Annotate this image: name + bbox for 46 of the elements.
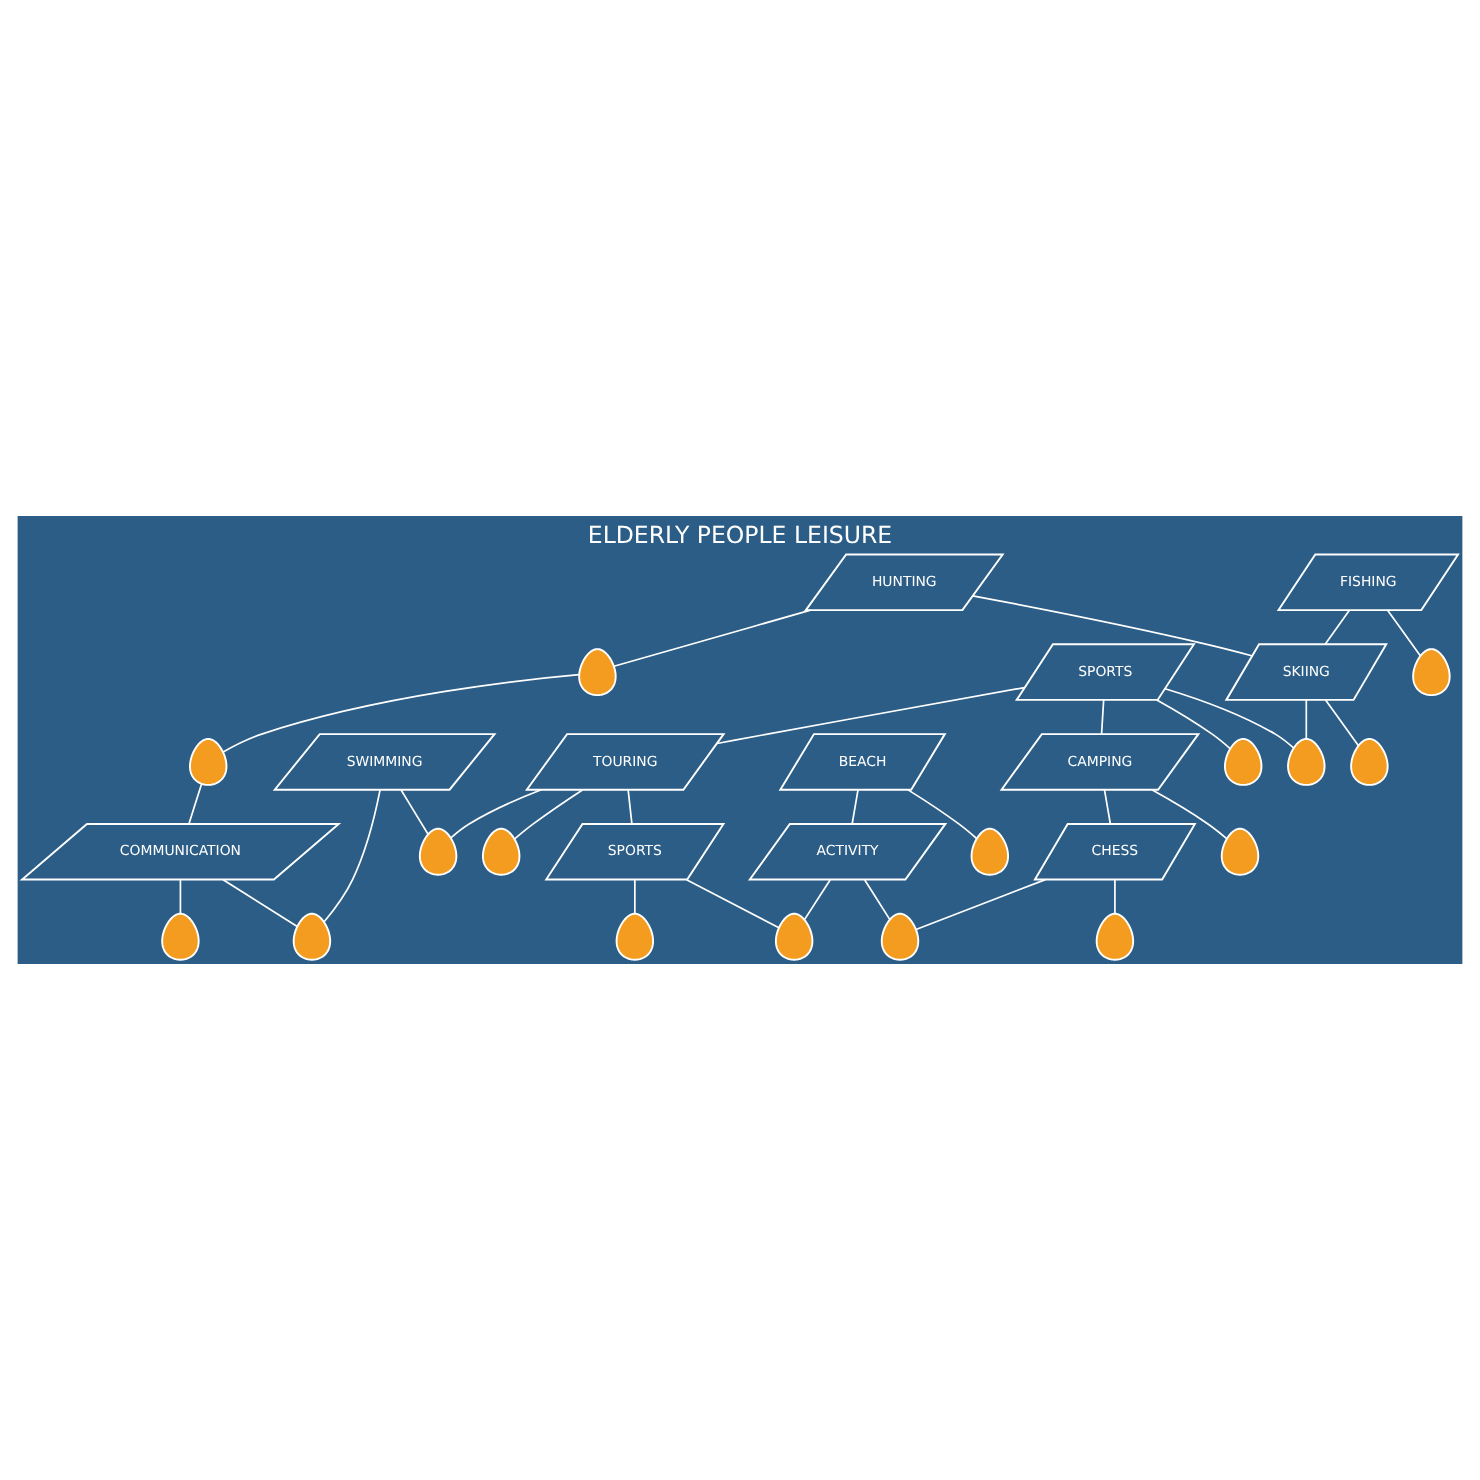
connector (716, 686, 1026, 745)
node-person (292, 912, 332, 961)
node-person (970, 827, 1009, 876)
connector (1324, 699, 1360, 747)
node-person (615, 912, 655, 961)
node-person (1095, 912, 1135, 961)
node-person (578, 648, 617, 697)
node-person (1412, 648, 1451, 697)
connector (851, 788, 859, 825)
connector (400, 788, 429, 836)
diagram-title: ELDERLY PEOPLE LEISURE (587, 521, 893, 550)
connector (1164, 687, 1295, 749)
node-person (481, 827, 521, 876)
connector (1324, 609, 1351, 645)
node-person (1224, 737, 1263, 786)
connector (188, 783, 203, 825)
node-person (189, 737, 228, 786)
connector (323, 789, 381, 923)
connector (1305, 699, 1308, 740)
node-person (880, 912, 920, 961)
node-person (1220, 827, 1260, 876)
connector (1100, 699, 1105, 735)
connector (634, 879, 636, 915)
connector (971, 595, 1253, 657)
connector (513, 789, 584, 840)
connector (450, 788, 543, 839)
connector (907, 789, 978, 840)
connector (685, 878, 780, 929)
connector (179, 879, 182, 915)
connector (1156, 699, 1231, 750)
connector (627, 788, 633, 825)
connector (613, 609, 812, 668)
connector (1114, 879, 1116, 915)
connector (222, 878, 299, 928)
connector (803, 879, 831, 921)
connector (863, 879, 891, 921)
node-person (161, 912, 200, 961)
connector (1386, 609, 1422, 657)
node-person (774, 912, 814, 961)
connector (1103, 788, 1112, 825)
connector (222, 673, 580, 753)
node-person (418, 827, 458, 876)
node-person (1350, 737, 1389, 786)
connector (915, 878, 1047, 931)
connector (1151, 788, 1228, 840)
node-person (1287, 737, 1326, 786)
